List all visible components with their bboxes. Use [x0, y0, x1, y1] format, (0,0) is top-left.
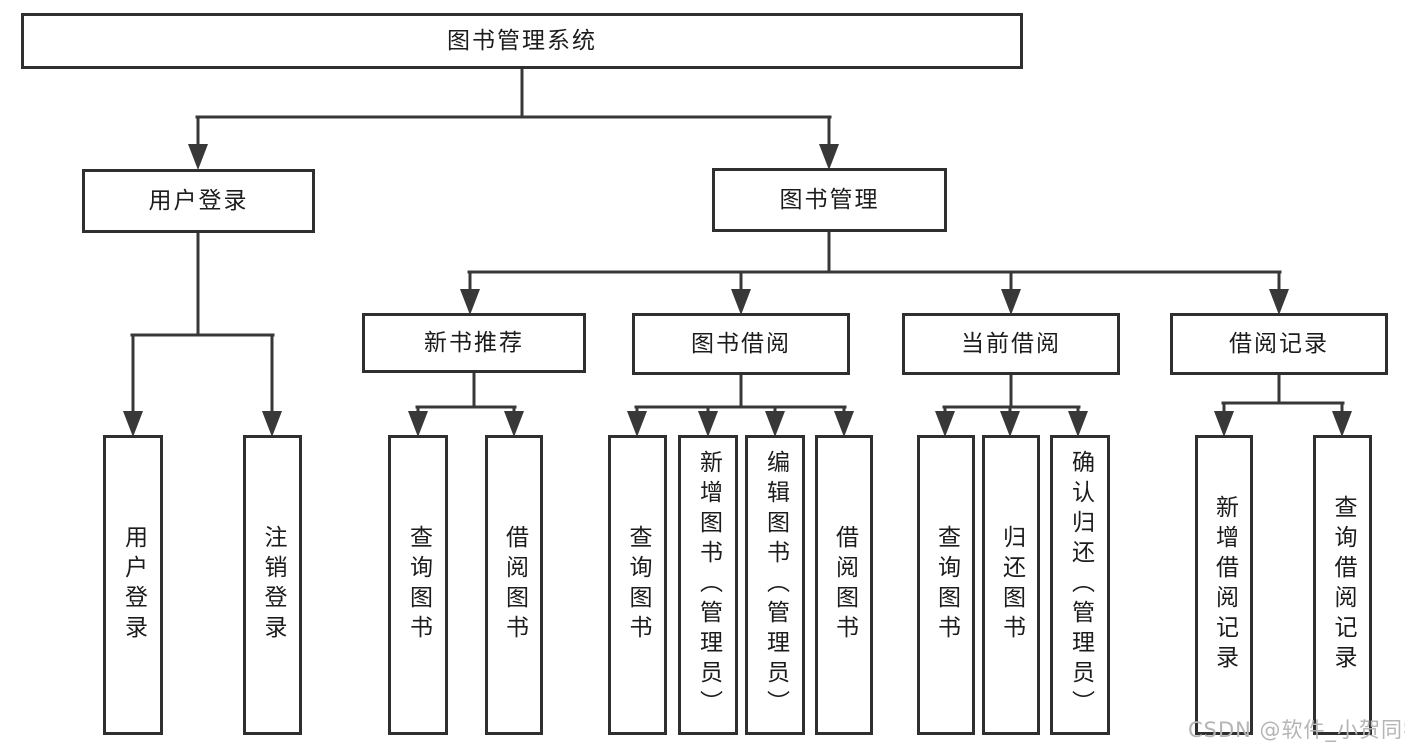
node-label: 用户登录	[148, 187, 249, 214]
node-borrowing-records: 借阅记录	[1170, 313, 1388, 375]
node-label: 图书管理系统	[447, 27, 597, 54]
leaf-confirm-return-admin: 确认归还（管理员）	[1050, 435, 1110, 735]
node-book-management: 图书管理	[712, 168, 947, 232]
node-user-login: 用户登录	[82, 169, 315, 233]
leaf-add-books-admin: 新增图书（管理员）	[678, 435, 738, 735]
leaf-query-books: 查询图书	[608, 435, 667, 735]
leaf-borrow-books: 借阅图书	[485, 435, 543, 735]
node-new-book-recommendation: 新书推荐	[362, 313, 586, 373]
node-label: 图书管理	[779, 186, 880, 213]
leaf-add-borrow-record: 新增借阅记录	[1195, 435, 1253, 735]
node-label: 查询图书	[933, 525, 960, 645]
leaf-user-login: 用户登录	[103, 435, 163, 735]
node-label: 图书借阅	[691, 330, 791, 357]
node-label: 新增图书（管理员）	[695, 450, 722, 720]
node-label: 借阅图书	[831, 525, 858, 645]
node-label: 归还图书	[998, 525, 1025, 645]
leaf-return-books: 归还图书	[982, 435, 1040, 735]
node-label: 新增借阅记录	[1211, 495, 1238, 675]
node-library-management-system: 图书管理系统	[21, 13, 1023, 69]
node-label: 注销登录	[260, 525, 286, 645]
csdn-watermark: CSDN @软件_小贺同学	[1188, 718, 1405, 742]
node-label: 当前借阅	[961, 330, 1061, 357]
node-label: 查询图书	[405, 525, 432, 645]
node-book-borrowing: 图书借阅	[632, 313, 850, 375]
leaf-query-books: 查询图书	[917, 435, 975, 735]
node-label: 新书推荐	[424, 329, 524, 356]
leaf-query-books: 查询图书	[388, 435, 448, 735]
node-label: 查询借阅记录	[1330, 495, 1356, 675]
node-label: 借阅记录	[1229, 330, 1329, 357]
node-label: 用户登录	[120, 525, 147, 645]
node-label: 借阅图书	[501, 525, 528, 645]
connector-arrowheads	[123, 144, 1352, 437]
node-current-borrowing: 当前借阅	[902, 313, 1120, 375]
node-label: 确认归还（管理员）	[1067, 450, 1094, 720]
leaf-logout: 注销登录	[243, 435, 302, 735]
leaf-query-borrow-record: 查询借阅记录	[1313, 435, 1372, 735]
leaf-borrow-books: 借阅图书	[815, 435, 873, 735]
node-label: 查询图书	[625, 525, 651, 645]
leaf-edit-books-admin: 编辑图书（管理员）	[745, 435, 805, 735]
node-label: 编辑图书（管理员）	[762, 450, 789, 720]
